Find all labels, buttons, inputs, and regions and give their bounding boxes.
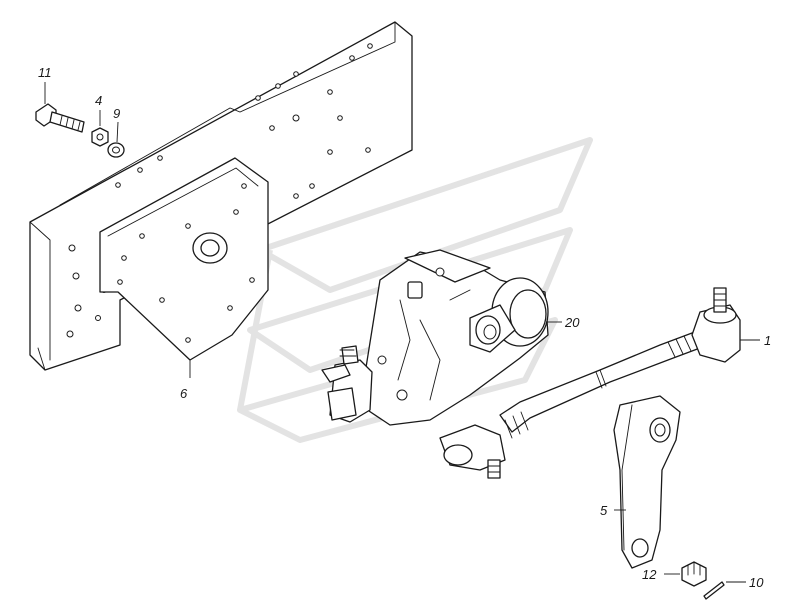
nut — [91, 127, 109, 147]
drag-link — [439, 287, 741, 479]
washer — [107, 142, 125, 158]
callout-5: 5 — [600, 503, 608, 518]
cotter-pin — [703, 581, 725, 600]
callouts: 11 4 9 6 20 1 5 12 10 — [38, 65, 771, 590]
callout-1: 1 — [764, 333, 771, 348]
callout-10: 10 — [749, 575, 764, 590]
leader-lines — [44, 82, 760, 583]
callout-9: 9 — [113, 106, 120, 121]
pitman-arm — [613, 395, 681, 569]
callout-6: 6 — [180, 386, 188, 401]
steering-gear — [321, 249, 549, 426]
bracket-holes — [117, 183, 255, 343]
callout-11: 11 — [38, 65, 52, 80]
callout-4: 4 — [95, 93, 102, 108]
mounting-bracket — [99, 157, 269, 361]
bolt — [35, 103, 85, 133]
castle-nut — [681, 561, 707, 587]
callout-20: 20 — [564, 315, 580, 330]
callout-12: 12 — [642, 567, 657, 582]
